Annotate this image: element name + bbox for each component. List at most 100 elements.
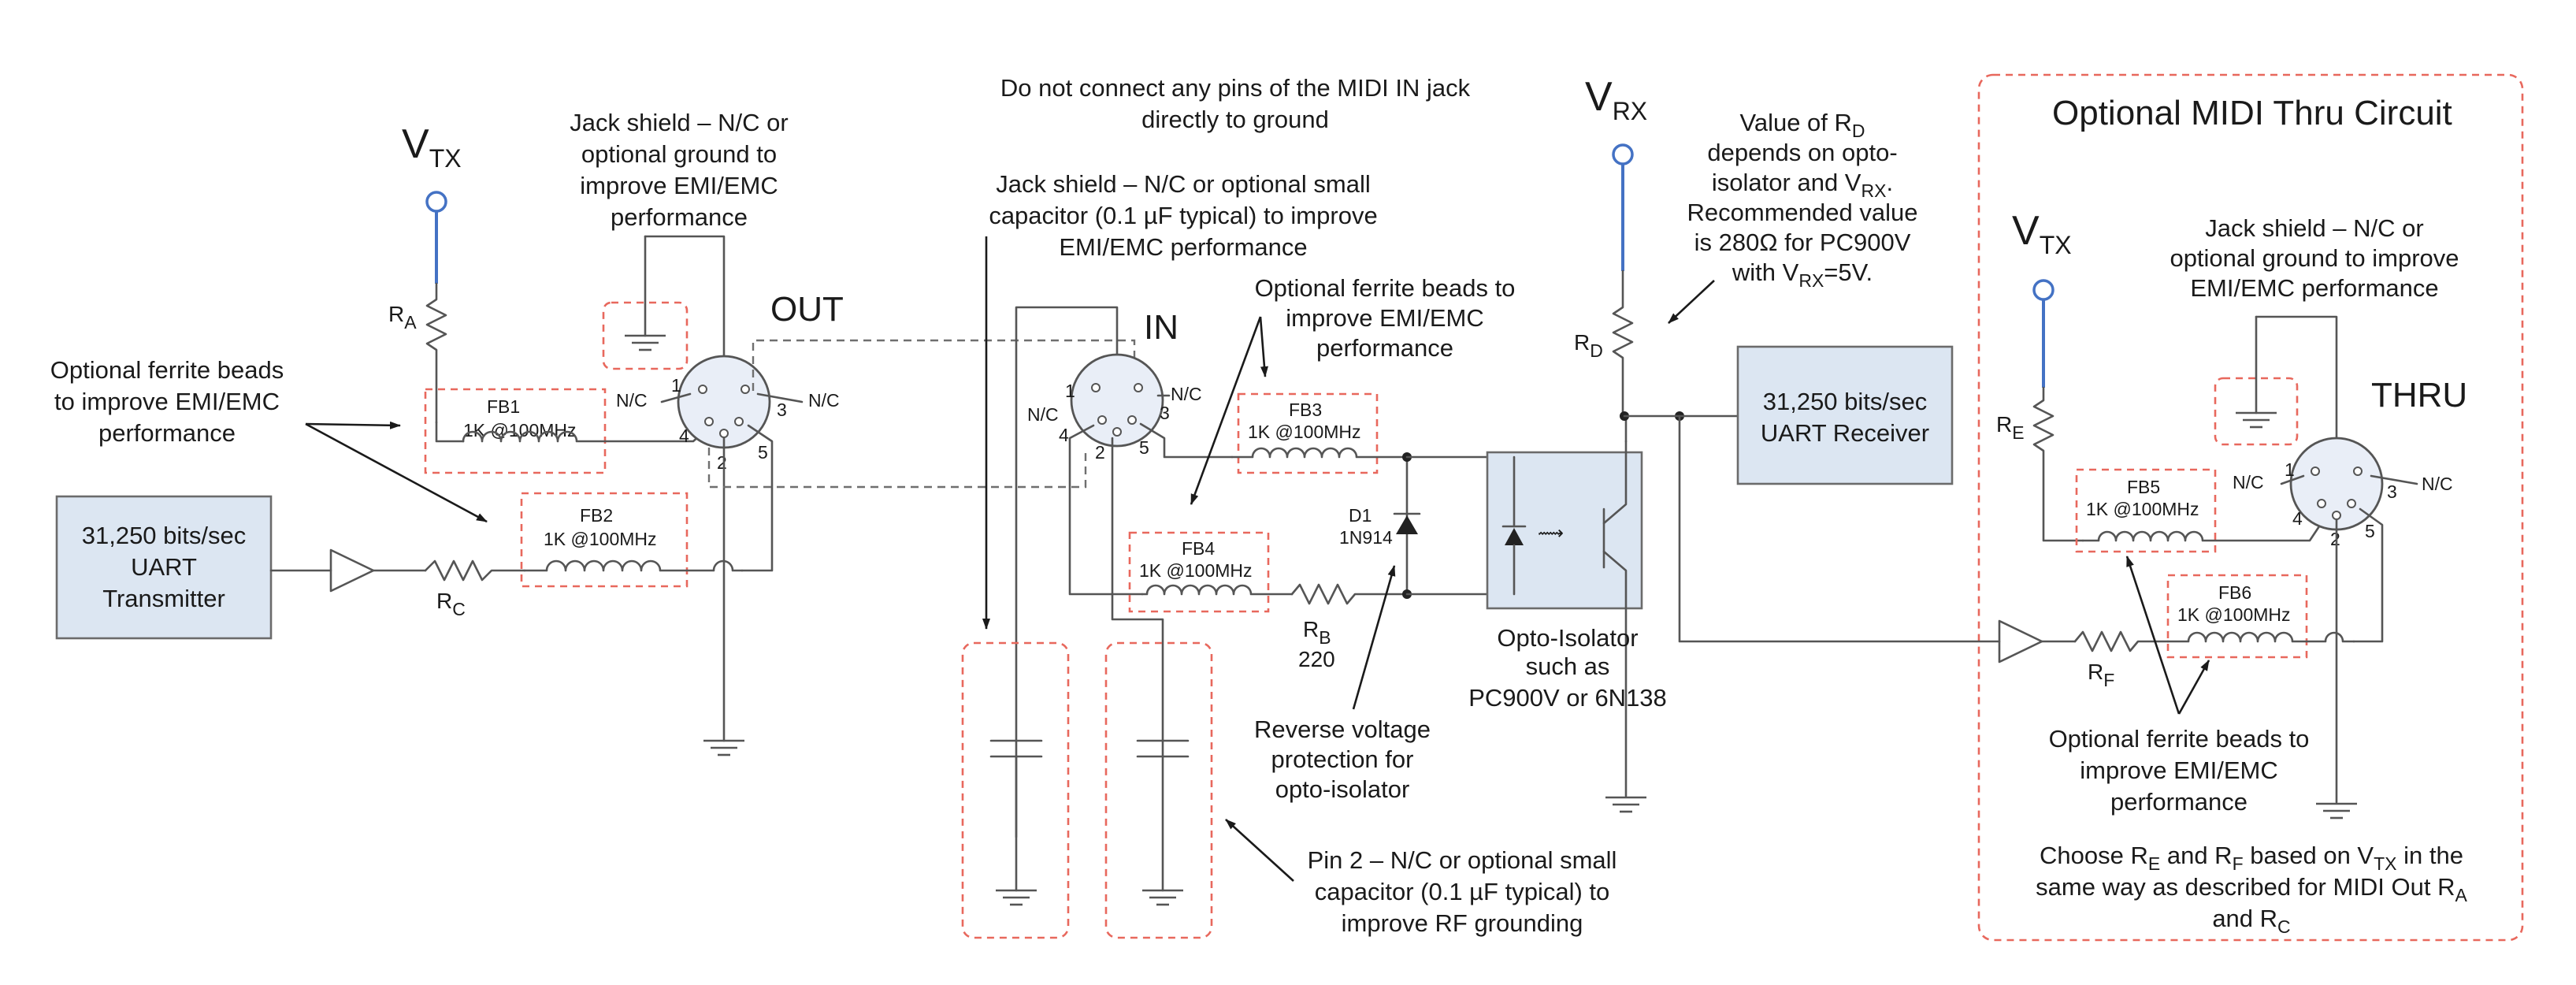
ra-label: RA — [388, 302, 417, 333]
uart-rx-line1: 31,250 bits/sec — [1763, 388, 1928, 415]
rd-note-1: Value of RD — [1739, 109, 1865, 141]
opto-isolator-block — [1486, 451, 1643, 610]
ferrite-in-note-2: improve EMI/EMC — [1286, 304, 1483, 332]
thru-nc-right: N/C — [2422, 474, 2453, 494]
pin2-capacitor-box — [1104, 641, 1213, 939]
rd-note-4: Recommended value — [1687, 199, 1918, 226]
out-nc-right: N/C — [808, 390, 840, 411]
fb6-name: FB6 — [2218, 582, 2251, 603]
pin2-note-2: capacitor (0.1 µF typical) to — [1315, 878, 1610, 905]
jack-shield-out-note-3: improve EMI/EMC — [580, 172, 778, 199]
jack-shield-out-note-1: Jack shield – N/C or — [570, 109, 788, 136]
thru-nc-left: N/C — [2233, 472, 2264, 492]
thru-pin4: 4 — [2292, 508, 2303, 529]
fb5-box — [2075, 468, 2217, 553]
fb4-name: FB4 — [1182, 538, 1215, 559]
rc-resistor — [424, 559, 526, 582]
in-pin2: 2 — [1095, 442, 1105, 463]
opto-note-1: Opto-Isolator — [1497, 624, 1638, 652]
fb4-box — [1128, 531, 1270, 613]
out-pin4: 4 — [679, 426, 689, 446]
uart-tx-line2: UART — [131, 553, 197, 581]
thru-section-box — [1977, 73, 2524, 942]
thru-section-title: Optional MIDI Thru Circuit — [2052, 94, 2452, 132]
d1-label: D1 — [1349, 505, 1372, 526]
reverse-note-3: opto-isolator — [1275, 775, 1410, 803]
ferrite-thru-note-2: improve EMI/EMC — [2080, 756, 2277, 784]
thru-pin5: 5 — [2365, 521, 2375, 541]
opto-note-3: PC900V or 6N138 — [1468, 684, 1667, 712]
midi-in-warning-1: Do not connect any pins of the MIDI IN j… — [1000, 74, 1471, 102]
rd-label: RD — [1574, 330, 1603, 361]
uart-tx-line1: 31,250 bits/sec — [82, 522, 247, 549]
rd-note-6: with VRX=5V. — [1732, 258, 1873, 291]
ferrite-left-note-1: Optional ferrite beads — [50, 356, 284, 384]
thru-pin3: 3 — [2387, 481, 2397, 502]
re-resistor — [2032, 386, 2084, 542]
d1-diode — [1396, 515, 1418, 534]
in-label: IN — [1144, 308, 1179, 347]
fb6-box — [2166, 574, 2308, 659]
rf-resistor — [2073, 630, 2170, 652]
ferrite-thru-note-1: Optional ferrite beads to — [2049, 725, 2310, 753]
re-label: RE — [1996, 412, 2025, 443]
rd-note-3: isolator and VRX. — [1712, 169, 1893, 201]
rb-resistor — [1290, 583, 1409, 605]
fb1-box — [424, 388, 607, 474]
d1-part: 1N914 — [1339, 527, 1393, 548]
ra-resistor — [425, 282, 447, 424]
jack-shield-in-note-1: Jack shield – N/C or optional small — [996, 170, 1371, 198]
in-pin1: 1 — [1065, 381, 1075, 401]
thru-label: THRU — [2371, 376, 2467, 414]
vtx-left-label: VTX — [402, 121, 462, 173]
jack-shield-thru-note-2: optional ground to improve — [2170, 244, 2459, 272]
ferrite-thru-note-3: performance — [2110, 788, 2248, 816]
out-pin2: 2 — [717, 452, 727, 473]
fb2-name: FB2 — [580, 505, 613, 526]
fb1-name: FB1 — [487, 396, 520, 417]
reverse-note-1: Reverse voltage — [1254, 716, 1431, 743]
rd-note-5: is 280Ω for PC900V — [1694, 229, 1911, 256]
midi-in-warning-2: directly to ground — [1141, 106, 1329, 133]
rd-note-2: depends on opto- — [1707, 139, 1897, 166]
jack-shield-in-note-3: EMI/EMC performance — [1059, 233, 1307, 261]
fb5-name: FB5 — [2127, 477, 2160, 497]
out-nc-left: N/C — [616, 390, 648, 411]
out-pin5: 5 — [758, 442, 768, 463]
rf-label: RF — [2088, 660, 2114, 690]
in-pin4: 4 — [1059, 425, 1069, 445]
choose-note-2: same way as described for MIDI Out RA — [2036, 873, 2467, 905]
fb4-coil — [1141, 584, 1294, 596]
vrx-terminal — [1612, 143, 1634, 165]
fb2-box — [520, 492, 689, 588]
in-pin3: 3 — [1160, 403, 1170, 423]
opto-light-icon: ⟿ — [1538, 522, 1564, 543]
tx-buffer — [329, 548, 375, 593]
thru-buffer — [1998, 619, 2043, 663]
fb6-value: 1K @100MHz — [2177, 604, 2291, 625]
rb-value: 220 — [1298, 647, 1335, 671]
fb3-value: 1K @100MHz — [1248, 422, 1361, 442]
jack-shield-in-note-2: capacitor (0.1 µF typical) to improve — [989, 202, 1377, 229]
jack-shield-thru-note-3: EMI/EMC performance — [2190, 274, 2438, 302]
choose-note-1: Choose RE and RF based on VTX in the — [2040, 842, 2463, 874]
out-pin1: 1 — [671, 375, 681, 396]
shield-capacitor-box — [961, 641, 1070, 939]
jack-shield-out-note-2: optional ground to — [581, 140, 777, 168]
fb3-name: FB3 — [1289, 400, 1322, 420]
out-shield-ground-box — [602, 301, 689, 370]
fb4-value: 1K @100MHz — [1139, 560, 1253, 581]
in-pin5: 5 — [1139, 437, 1149, 458]
opto-note-2: such as — [1526, 652, 1610, 680]
in-nc-right: N/C — [1171, 384, 1202, 404]
ferrite-in-note-3: performance — [1316, 334, 1453, 362]
reverse-note-2: protection for — [1271, 745, 1414, 773]
rc-label: RC — [436, 589, 466, 619]
uart-receiver-block — [1736, 345, 1954, 485]
out-pin3: 3 — [777, 400, 787, 420]
in-nc-left: N/C — [1027, 404, 1059, 425]
fb2-coil — [523, 559, 744, 572]
fb2-value: 1K @100MHz — [544, 529, 657, 549]
vtx-right-label: VTX — [2012, 208, 2072, 259]
ferrite-left-note-3: performance — [98, 419, 236, 447]
